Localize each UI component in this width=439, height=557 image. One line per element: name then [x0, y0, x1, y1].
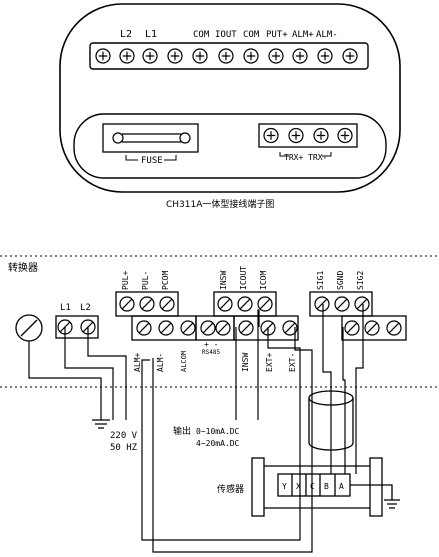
term-PCOM: PCOM	[161, 271, 170, 290]
sensor-term-Y: Y	[282, 482, 287, 491]
sensor-term-A: A	[339, 482, 344, 491]
sensor-term-X: X	[296, 482, 301, 491]
upper-screw-8	[354, 296, 370, 312]
label-IOUT: IOUT	[215, 30, 237, 40]
terminal-strip-top	[89, 42, 369, 70]
panel-outline	[59, 3, 401, 193]
trx-strip	[258, 123, 358, 148]
terminal-screws-top	[95, 48, 358, 64]
lower-screw-1	[158, 320, 174, 336]
label-L2: L2	[120, 29, 132, 40]
panel-caption: CH311A一体型接线端子图	[166, 198, 274, 210]
lower-screw-7	[282, 320, 298, 336]
top-screw-8	[292, 48, 308, 64]
lower-screw-9	[364, 320, 380, 336]
fuse-icon	[112, 132, 191, 144]
signal-lower-block	[341, 315, 407, 341]
ext-terminal-block	[233, 315, 299, 341]
trx-screw-3	[337, 127, 353, 144]
term-L2: L2	[80, 303, 91, 313]
upper-screw-6	[314, 296, 330, 312]
shielded-cable	[308, 390, 354, 451]
term-ICOM: ICOM	[259, 271, 268, 290]
trx-screw-2	[313, 127, 329, 144]
top-screw-4	[192, 48, 208, 64]
lower-screw-2	[180, 320, 196, 336]
lower-screw-3	[200, 320, 216, 336]
lower-inner-box	[73, 113, 387, 179]
label-PUT-plus: PUT+	[266, 30, 288, 40]
signal-terminal-block	[309, 291, 373, 317]
term-L1: L1	[60, 303, 71, 313]
output-range-1: 0~10mA.DC	[196, 427, 240, 436]
lower-screw-5	[238, 320, 254, 336]
alarm-terminal-block	[131, 315, 197, 341]
label-ALM-plus: ALM+	[292, 30, 314, 40]
converter-label: 转换器	[8, 261, 38, 274]
upper-screw-7	[334, 296, 350, 312]
term-SIG2: SIG2	[356, 271, 365, 290]
fuse-bracket	[125, 155, 177, 161]
sensor-term-B: B	[324, 482, 329, 491]
lower-screw-10	[386, 320, 402, 336]
rs485-label: RS485	[202, 349, 220, 356]
lower-screw-0	[136, 320, 152, 336]
term-ALCOM: ALCOM	[180, 351, 188, 372]
trx-bracket	[279, 152, 332, 157]
label-COM-1: COM	[193, 30, 210, 40]
lower-screw-4	[215, 320, 231, 336]
term-EXT-plus: EXT+	[265, 353, 274, 372]
top-screw-7	[268, 48, 284, 64]
trx-label: TRX+ TRX-	[284, 153, 327, 162]
term-INSW-bottom: INSW	[241, 353, 250, 372]
fuse-label: FUSE	[141, 156, 163, 166]
power-terminal-block	[55, 315, 99, 339]
top-screw-6	[243, 48, 259, 64]
output-range-2: 4~20mA.DC	[196, 439, 240, 448]
term-INSW-top: INSW	[219, 271, 228, 290]
upper-screw-0	[119, 296, 135, 312]
top-screw-5	[218, 48, 234, 64]
trx-screw-1	[288, 127, 304, 144]
upper-screw-2	[159, 296, 175, 312]
upper-screw-3	[217, 296, 233, 312]
earth-terminal-slash	[20, 319, 38, 337]
label-L1: L1	[145, 29, 157, 40]
power-voltage: 220 V	[110, 431, 138, 441]
top-screw-0	[95, 48, 111, 64]
term-EXT-minus: EXT-	[288, 353, 297, 372]
trx-screw-0	[263, 127, 279, 144]
label-ALM-minus: ALM-	[316, 30, 338, 40]
term-SIG1: SIG1	[316, 271, 325, 290]
upper-screw-1	[139, 296, 155, 312]
lower-screw-8	[344, 320, 360, 336]
sensor-body	[251, 457, 400, 517]
term-ALM-plus: ALM+	[133, 353, 142, 372]
rs485-polarity: + -	[204, 340, 218, 349]
sensor-term-C: C	[310, 482, 315, 491]
upper-screw-5	[257, 296, 273, 312]
term-SGND: SGND	[336, 271, 345, 290]
trx-screws	[263, 127, 353, 144]
term-ALM-minus: ALM-	[156, 353, 165, 372]
top-screw-1	[119, 48, 135, 64]
label-COM-2: COM	[243, 30, 260, 40]
top-screw-10	[342, 48, 358, 64]
top-screw-2	[142, 48, 158, 64]
term-ICOUT: ICOUT	[239, 266, 248, 290]
wires	[28, 304, 364, 553]
power-frequency: 50 HZ	[110, 443, 138, 453]
wiring-screws	[57, 296, 402, 336]
term-PUL-plus: PUL+	[121, 271, 130, 290]
sensor-label: 传感器	[217, 483, 244, 495]
top-screw-9	[317, 48, 333, 64]
output-title: 输出	[173, 425, 191, 437]
term-PUL-minus: PUL-	[141, 271, 150, 290]
upper-screw-4	[237, 296, 253, 312]
top-screw-3	[167, 48, 183, 64]
fuse-holder	[102, 123, 199, 153]
